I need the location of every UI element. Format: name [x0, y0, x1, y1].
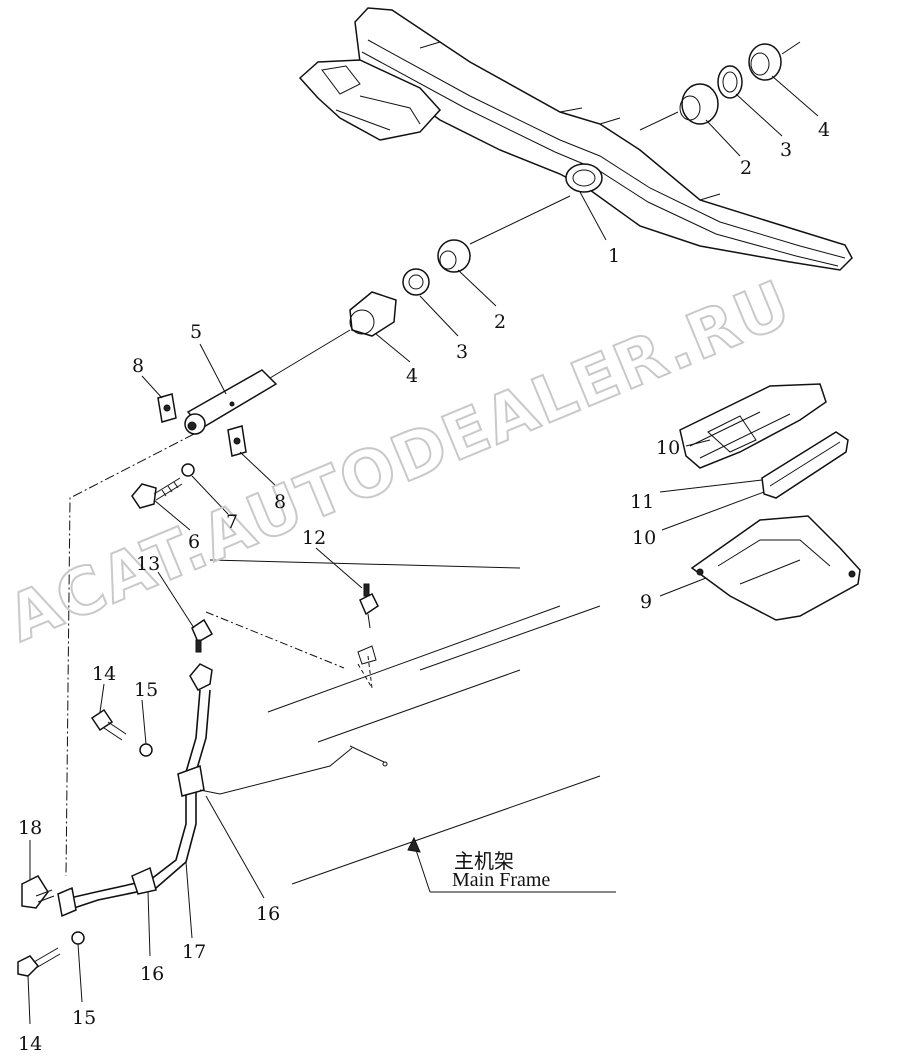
clamps [131, 764, 205, 895]
main-frame-arrow [407, 836, 616, 893]
callout-lines [27, 75, 819, 1025]
callout-14: 14 [92, 663, 116, 685]
bushing-set-upper [639, 41, 801, 131]
callout-2: 2 [494, 311, 506, 333]
bolt-washer [131, 463, 195, 509]
frame-lines [209, 559, 601, 885]
lock-plates [157, 393, 247, 457]
callout-2: 2 [740, 157, 752, 179]
beam-end-bracket [298, 59, 442, 141]
callout-9: 9 [640, 591, 652, 613]
callout-8: 8 [132, 355, 144, 377]
hose [21, 663, 213, 918]
fittings [191, 583, 379, 653]
callout-15: 15 [134, 679, 158, 701]
callout-10: 10 [632, 527, 656, 549]
axle-beam [354, 7, 853, 271]
callout-11: 11 [630, 491, 654, 513]
callout-16: 16 [256, 903, 280, 925]
bushing-set-lower [269, 195, 571, 379]
callout-10: 10 [656, 437, 680, 459]
main-frame-label-cn: 主机架 [454, 849, 514, 873]
callout-17: 17 [182, 941, 206, 963]
leader-lines [65, 433, 353, 877]
callout-numbers: 1 2 3 4 2 3 4 5 8 8 7 6 12 13 14 15 18 1… [18, 119, 830, 1055]
callout-4: 4 [406, 365, 418, 387]
callout-16: 16 [140, 963, 164, 985]
callout-4: 4 [818, 119, 830, 141]
guard-plates [679, 383, 861, 621]
callout-12: 12 [302, 527, 326, 549]
callout-18: 18 [18, 817, 42, 839]
callout-3: 3 [456, 341, 468, 363]
callout-14: 14 [18, 1033, 42, 1055]
callout-3: 3 [780, 139, 792, 161]
callout-7: 7 [226, 511, 238, 533]
bolts-washers-lower [17, 708, 153, 977]
callout-5: 5 [190, 321, 202, 343]
callout-1: 1 [608, 245, 620, 267]
callout-15: 15 [72, 1007, 96, 1029]
callout-13: 13 [136, 553, 160, 575]
watermark: ACAT.AUTODEALER.RU [0, 267, 802, 657]
callout-6: 6 [188, 531, 200, 553]
callout-8: 8 [274, 491, 286, 513]
main-frame-label-en: Main Frame [452, 869, 550, 891]
pin [184, 369, 278, 435]
